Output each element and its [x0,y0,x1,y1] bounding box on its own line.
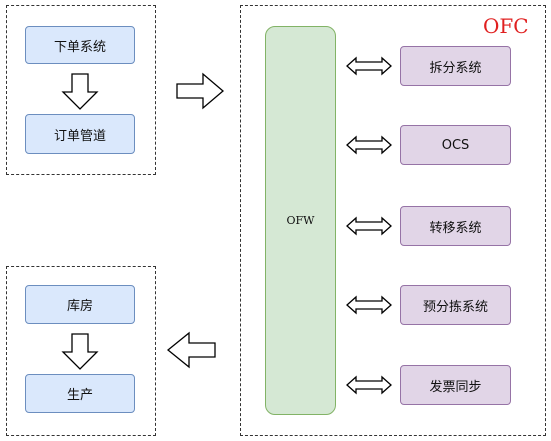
module-ocs-box: OCS [400,125,511,165]
module-presort-box: 预分拣系统 [400,285,511,325]
order-system-box: 下单系统 [25,26,135,64]
warehouse-group [6,266,156,436]
right-arrow-icon [176,72,225,110]
module-transfer-box: 转移系统 [400,206,511,246]
ofc-title: OFC [483,14,529,38]
order-group [6,5,156,175]
module-split-box: 拆分系统 [400,46,511,86]
double-arrow-icon [346,295,392,315]
module-invoice-box: 发票同步 [400,365,511,405]
double-arrow-icon [346,56,392,76]
double-arrow-icon [346,216,392,236]
down-arrow-icon [61,333,99,370]
down-arrow-icon [61,73,99,110]
double-arrow-icon [346,375,392,395]
ofw-box: OFW [265,26,336,415]
ofc-group [240,5,546,436]
left-arrow-icon [166,331,216,369]
order-pipeline-box: 订单管道 [25,114,135,154]
production-box: 生产 [25,374,135,413]
double-arrow-icon [346,135,392,155]
warehouse-box: 库房 [25,285,135,324]
